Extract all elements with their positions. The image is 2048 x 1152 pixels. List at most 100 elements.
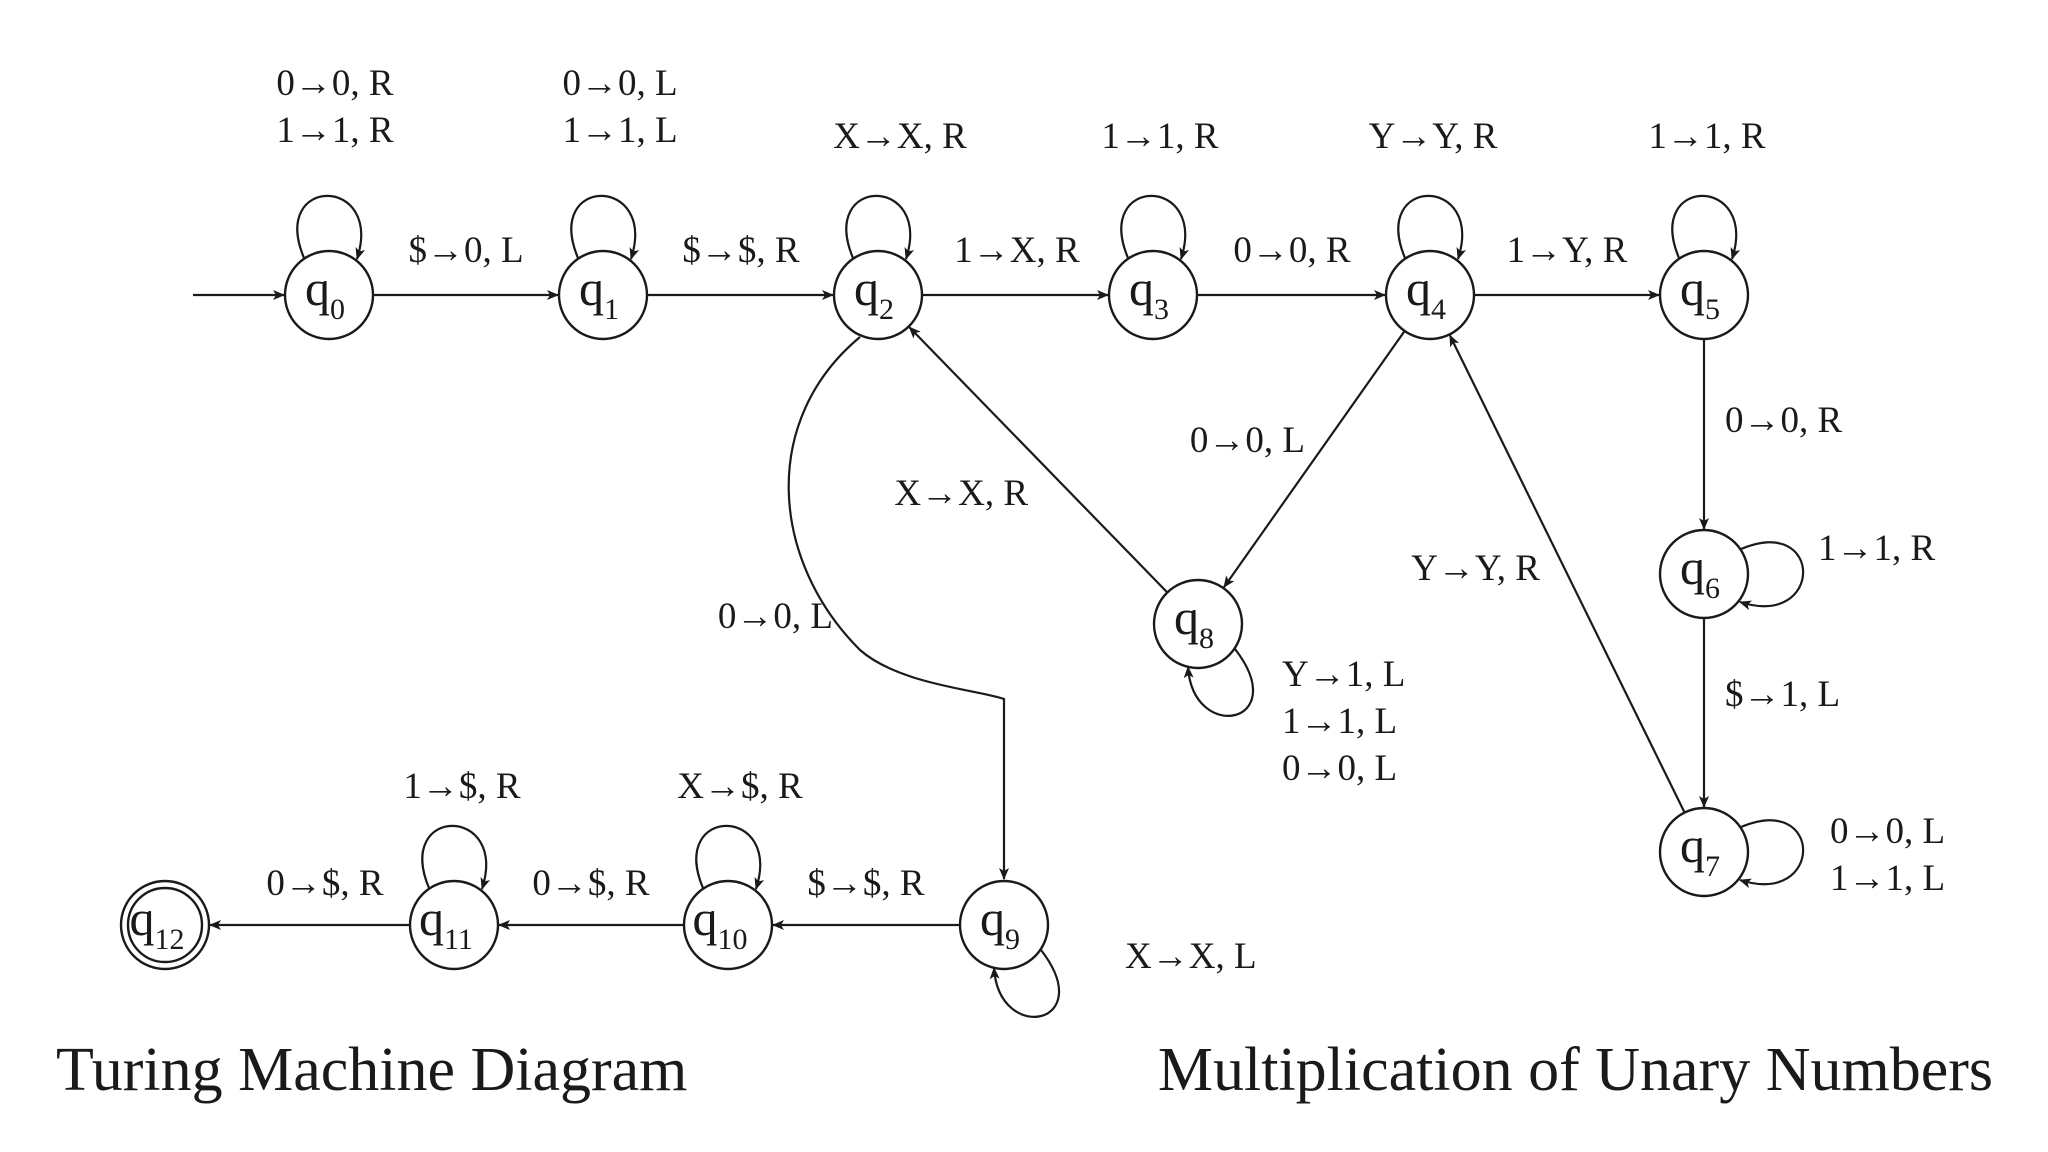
transition-label-line: 1→1, R: [1648, 116, 1766, 157]
transition-label-line: 0→0, R: [276, 63, 394, 104]
edge-label-q7-q4: Y→Y, R: [1411, 548, 1540, 589]
transition-label-line: 1→Y, R: [1507, 230, 1628, 271]
transition-label-line: 1→$, R: [403, 766, 521, 807]
transitions-layer: [193, 194, 1805, 1018]
state-name: q: [419, 890, 444, 946]
state-subscript: 10: [718, 923, 748, 956]
transition-label-line: 1→1, L: [1282, 701, 1397, 742]
state-circle: [832, 249, 924, 341]
state-q8: q8: [1152, 578, 1244, 670]
edge-label-q0-q1: $→0, L: [408, 230, 523, 271]
transition-label-line: 1→1, R: [1818, 528, 1936, 569]
transition-label-line: 1→1, R: [1101, 116, 1219, 157]
state-label: q6: [1680, 539, 1720, 605]
state-circle: [1658, 528, 1750, 620]
transition-label-line: $→1, L: [1725, 674, 1840, 715]
state-circle: [1107, 249, 1199, 341]
self-loop-label-q0: 0→0, R 1→1, R: [276, 63, 394, 151]
state-q4: q4: [1384, 249, 1476, 341]
transition-label-line: 1→1, L: [562, 110, 677, 151]
transition-label-line: X→X, L: [1125, 936, 1257, 977]
state-name: q: [1174, 589, 1199, 645]
edge-label-q4-q5: 1→Y, R: [1507, 230, 1628, 271]
state-q5: q5: [1658, 249, 1750, 341]
state-subscript: 2: [879, 293, 894, 326]
self-loop-q9: [989, 949, 1061, 1018]
state-q11: q11: [408, 879, 500, 971]
self-loop-q3: [1120, 194, 1190, 260]
state-subscript: 5: [1705, 293, 1720, 326]
transition-label-line: 0→0, L: [562, 63, 677, 104]
state-name: q: [854, 260, 879, 316]
state-subscript: 12: [155, 923, 185, 956]
state-subscript: 6: [1705, 572, 1720, 605]
state-q12: q12: [119, 879, 211, 971]
transition-label-line: 1→X, R: [954, 230, 1080, 271]
state-name: q: [1680, 539, 1705, 595]
self-loop-q0: [296, 194, 366, 260]
state-label: q0: [305, 260, 345, 326]
state-label: q4: [1406, 260, 1446, 326]
state-subscript: 11: [444, 923, 473, 956]
state-q3: q3: [1107, 249, 1199, 341]
edge-q8-q2: [908, 326, 1169, 594]
self-loop-label-q3: 1→1, R: [1101, 116, 1219, 157]
self-loop-q5: [1671, 194, 1741, 260]
self-loop-q11: [421, 824, 491, 890]
self-loop-label-q7: 0→0, L 1→1, L: [1830, 811, 1945, 899]
edge-label-q2-q3: 1→X, R: [954, 230, 1080, 271]
state-q7: q7: [1658, 806, 1750, 898]
self-loop-q10: [695, 824, 765, 890]
state-circle: [283, 249, 375, 341]
state-label: q9: [980, 890, 1020, 956]
state-name: q: [1680, 817, 1705, 873]
transition-label-line: X→$, R: [677, 766, 803, 807]
transition-label-line: 1→1, R: [276, 110, 394, 151]
self-loop-q8: [1183, 648, 1255, 717]
self-loop-q7: [1739, 819, 1805, 889]
edge-label-q4-q8: 0→0, L: [1190, 420, 1305, 461]
state-circle: [958, 879, 1050, 971]
transition-label-line: X→X, R: [833, 116, 967, 157]
self-loop-label-q6: 1→1, R: [1818, 528, 1936, 569]
caption-right: Multiplication of Unary Numbers: [1158, 1036, 1993, 1104]
transition-label-line: 1→1, L: [1830, 858, 1945, 899]
state-q10: q10: [682, 879, 774, 971]
state-label: q2: [854, 260, 894, 326]
transition-label-line: 0→0, L: [1190, 420, 1305, 461]
state-q2: q2: [832, 249, 924, 341]
state-label: q5: [1680, 260, 1720, 326]
transition-label-line: Y→1, L: [1282, 654, 1405, 695]
state-subscript: 0: [330, 293, 345, 326]
state-label: q1: [579, 260, 619, 326]
edge-label-q1-q2: $→$, R: [682, 230, 800, 271]
state-circle: [682, 879, 774, 971]
self-loop-label-q4: Y→Y, R: [1369, 116, 1498, 157]
transition-label-line: 0→0, R: [1233, 230, 1351, 271]
state-subscript: 9: [1005, 923, 1020, 956]
state-circle: [1384, 249, 1476, 341]
edge-q4-q8: [1223, 330, 1406, 589]
state-subscript: 3: [1154, 293, 1169, 326]
self-loop-label-q5: 1→1, R: [1648, 116, 1766, 157]
state-subscript: 7: [1705, 850, 1720, 883]
state-label: q10: [693, 890, 748, 956]
edge-label-q3-q4: 0→0, R: [1233, 230, 1351, 271]
state-subscript: 1: [604, 293, 619, 326]
transition-label-line: 0→0, L: [1830, 811, 1945, 852]
state-subscript: 8: [1199, 622, 1214, 655]
state-name: q: [1129, 260, 1154, 316]
edge-label-q10-q11: 0→$, R: [532, 863, 650, 904]
state-q1: q1: [557, 249, 649, 341]
transition-label-line: $→$, R: [807, 863, 925, 904]
self-loop-label-q10: X→$, R: [677, 766, 803, 807]
state-subscript: 4: [1431, 293, 1446, 326]
self-loop-label-q1: 0→0, L 1→1, L: [562, 63, 677, 151]
transition-label-line: 0→$, R: [532, 863, 650, 904]
state-name: q: [693, 890, 718, 946]
caption-left: Turing Machine Diagram: [56, 1036, 687, 1104]
self-loop-q4: [1397, 194, 1467, 260]
state-circle: [408, 879, 500, 971]
